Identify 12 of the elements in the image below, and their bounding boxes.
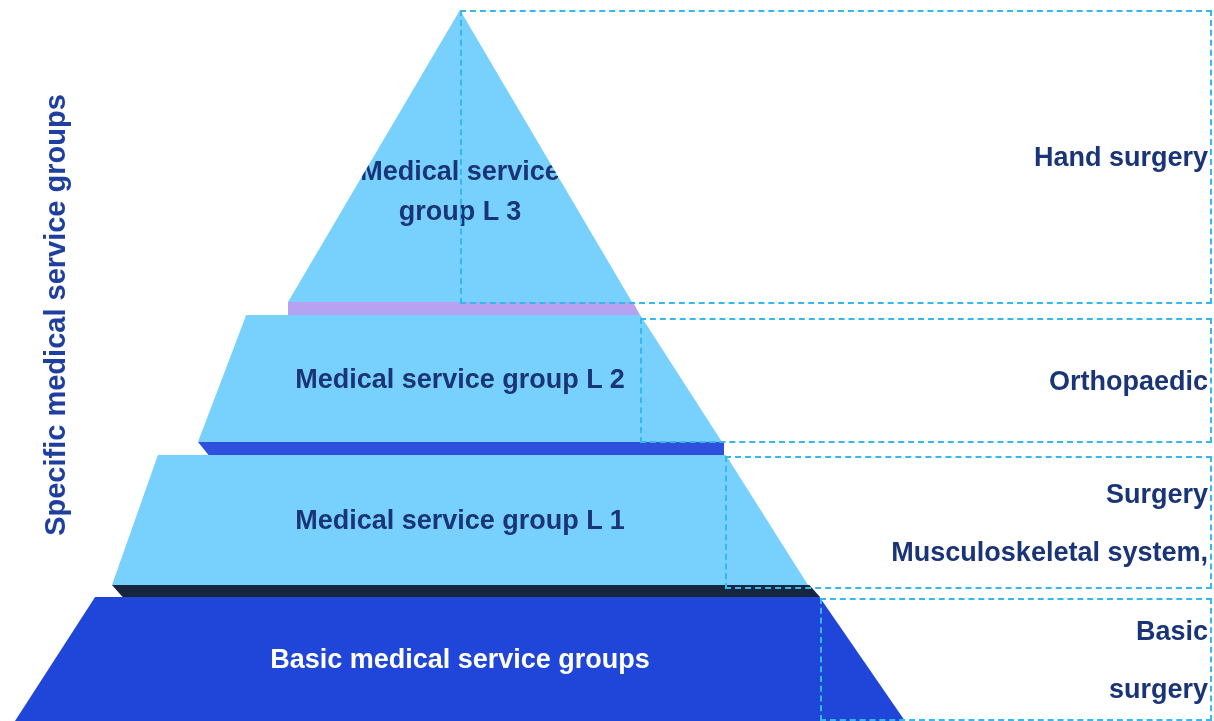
category-text: Orthopaedic [1048, 364, 1208, 398]
dashed-bracket-box [820, 598, 1212, 721]
category-text: Hand surgery [1033, 141, 1208, 174]
pyramid-level: Medical service group L 2 [198, 315, 722, 442]
category-text: Surgery [1105, 477, 1208, 511]
dashed-bracket-box [640, 318, 1212, 443]
pyramid-level: Basic medical service groups [15, 597, 905, 721]
dashed-bracket-box [725, 456, 1212, 589]
pyramid-level: Medical service group L 1 [112, 455, 808, 585]
axis-title: Specific medical service groups [38, 94, 72, 536]
category-text: Basic surgery [1107, 614, 1208, 706]
category-text: Musculoskeletal system, [891, 535, 1208, 569]
